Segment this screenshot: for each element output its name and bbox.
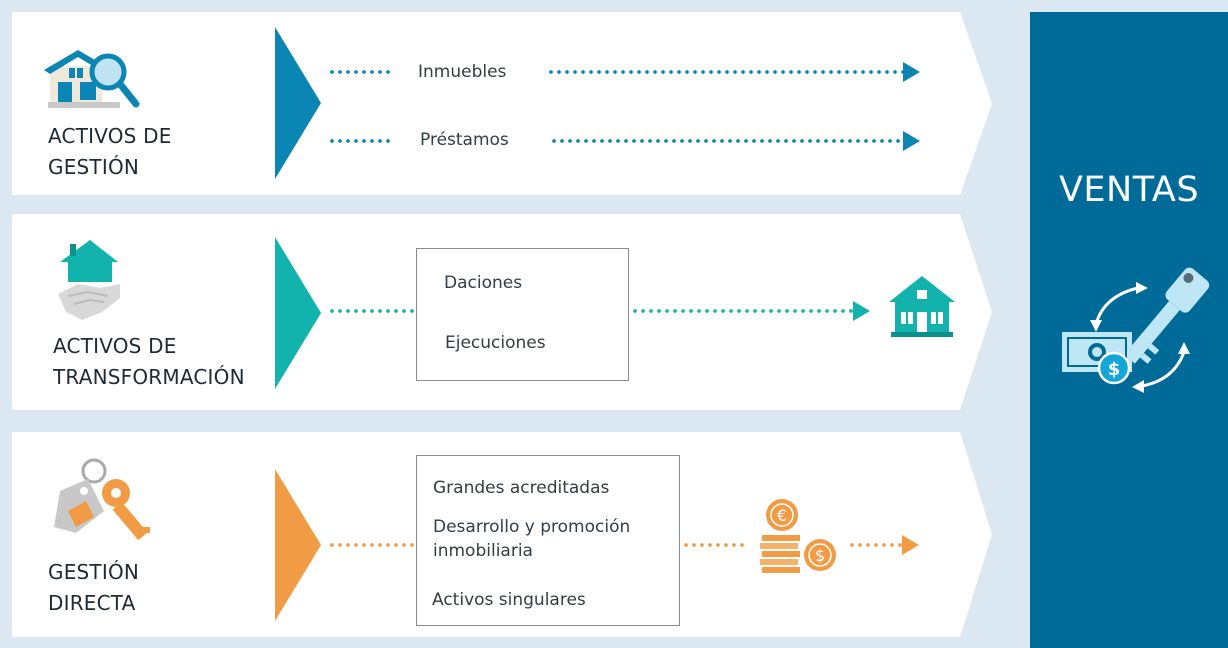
row3-item-grandes-acreditadas: Grandes acreditadas bbox=[433, 478, 610, 498]
keys-tag-icon bbox=[54, 458, 150, 541]
row3-chevron bbox=[275, 469, 321, 621]
row3-item-desarrollo-line1: Desarrollo y promoción bbox=[433, 517, 631, 537]
coins-icon: € $ bbox=[760, 499, 836, 573]
row3-connector-out-a bbox=[682, 543, 748, 547]
ventas-panel: VENTAS $ bbox=[1030, 12, 1228, 648]
row2-chevron bbox=[275, 237, 321, 389]
svg-text:$: $ bbox=[1108, 359, 1121, 380]
row1b-arrowhead bbox=[903, 131, 920, 151]
row2-item-daciones: Daciones bbox=[444, 273, 523, 293]
row2-box bbox=[416, 248, 629, 381]
money-key-exchange-icon: $ bbox=[1062, 267, 1210, 393]
row3-item-activos-singulares: Activos singulares bbox=[432, 590, 586, 610]
row3-connector-out-b bbox=[848, 543, 902, 547]
row2-arrowhead bbox=[853, 301, 870, 321]
row2-connector-left bbox=[328, 139, 390, 143]
handshake-house-icon bbox=[58, 240, 120, 320]
row2-item-ejecuciones: Ejecuciones bbox=[445, 333, 546, 353]
row3-label-line1: GESTIÓN bbox=[48, 560, 140, 584]
row1-item-inmuebles: Inmuebles bbox=[418, 62, 507, 82]
row1-label-line2: GESTIÓN bbox=[48, 155, 140, 179]
row1-label-line1: ACTIVOS DE bbox=[48, 124, 172, 148]
house-icon bbox=[889, 276, 955, 337]
row3-box bbox=[416, 455, 680, 626]
ventas-title: VENTAS bbox=[1058, 170, 1200, 210]
row3-arrowhead bbox=[902, 535, 919, 555]
house-magnifier-icon bbox=[44, 50, 140, 108]
row2-label-line2: TRANSFORMACIÓN bbox=[53, 365, 245, 389]
row1-label: ACTIVOS DE GESTIÓN bbox=[48, 121, 172, 183]
row2-connector-in bbox=[328, 309, 416, 313]
row1-connector-left bbox=[328, 70, 390, 74]
row3-item-desarrollo-line2: inmobiliaria bbox=[433, 541, 533, 561]
row3-label: GESTIÓN DIRECTA bbox=[48, 557, 139, 619]
row1b-connector-right bbox=[550, 139, 903, 143]
row3-label-line2: DIRECTA bbox=[48, 591, 136, 615]
row2-label-line1: ACTIVOS DE bbox=[53, 334, 177, 358]
row-activos-gestion bbox=[12, 12, 992, 195]
row2-connector-out bbox=[631, 309, 853, 313]
row1-arrowhead bbox=[903, 62, 920, 82]
row2-label: ACTIVOS DE TRANSFORMACIÓN bbox=[53, 331, 245, 393]
row1-item-prestamos: Préstamos bbox=[420, 130, 509, 150]
svg-text:€: € bbox=[777, 506, 787, 525]
svg-text:$: $ bbox=[815, 546, 825, 565]
row1-chevron bbox=[275, 27, 321, 179]
row3-connector-in bbox=[328, 543, 416, 547]
row1-connector-right bbox=[547, 70, 903, 74]
